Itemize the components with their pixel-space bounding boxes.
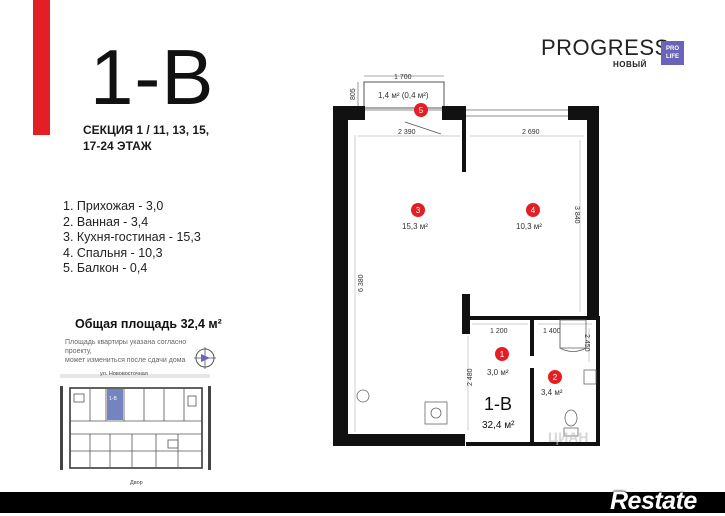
marker-3: 3 15,3 м² xyxy=(402,203,428,231)
total-area: Общая площадь 32,4 м² xyxy=(75,317,222,331)
section-line: СЕКЦИЯ 1 / 11, 13, 15, xyxy=(83,123,210,137)
dimension-label: 1 200 xyxy=(490,328,508,335)
keyplan-unit-label: 1-В xyxy=(109,396,117,402)
dimension-label: 6 380 xyxy=(358,274,365,292)
marker-area: 10,3 м² xyxy=(516,222,542,231)
list-item: 5. Балкон - 0,4 xyxy=(63,261,148,275)
marker-4: 4 10,3 м² xyxy=(516,203,542,231)
dimension-label: 1 400 xyxy=(543,328,561,335)
dimension-label: 3 840 xyxy=(573,206,580,224)
balcony: 1 700 805 xyxy=(350,74,445,109)
keyplan-street-label: ул. Нововосточная xyxy=(100,371,148,377)
area-disclaimer: Площадь квартиры указана согласно проект… xyxy=(65,338,205,365)
red-accent-bar xyxy=(33,0,50,135)
unit-badge-area: 32,4 м² xyxy=(482,420,515,431)
wall-left xyxy=(333,106,348,446)
compass-icon xyxy=(194,347,216,369)
restate-watermark: Restate xyxy=(610,487,697,515)
unit-badge-label: 1-B xyxy=(484,394,512,414)
dimension-label: 805 xyxy=(350,88,357,100)
brand-subtitle: НОВЫЙ xyxy=(613,60,647,69)
list-item: 3. Кухня-гостиная - 15,3 xyxy=(63,230,201,244)
marker-number: 1 xyxy=(500,350,505,359)
bottom-black-bar xyxy=(0,492,725,513)
column-icon xyxy=(356,389,370,403)
list-item: 4. Спальня - 10,3 xyxy=(63,245,163,260)
keyplan-yard-label: Двор xyxy=(130,480,143,486)
apartment-type-title: 1-B xyxy=(90,33,215,121)
marker-5: 5 1,4 м² (0,4 м²) xyxy=(378,91,429,117)
brand-box-line: PRO xyxy=(665,46,679,52)
list-item: 2. Ванная - 3,4 xyxy=(63,214,149,229)
marker-number: 2 xyxy=(553,373,558,382)
brand-logo-box: PRO LIFE xyxy=(661,41,684,65)
marker-1: 1 3,0 м² xyxy=(487,347,509,377)
list-item: 1. Прихожая - 3,0 xyxy=(63,199,164,213)
marker-area: 1,4 м² (0,4 м²) xyxy=(378,91,429,100)
brand-box-line: LIFE xyxy=(666,54,679,60)
marker-number: 4 xyxy=(531,206,536,215)
shower-icon xyxy=(559,320,587,352)
marker-area: 3,4 м² xyxy=(541,388,563,397)
dimension-label: 2 480 xyxy=(467,368,474,386)
floor-plan: 1 700 805 xyxy=(333,74,600,446)
marker-number: 5 xyxy=(419,106,424,115)
dimension-label: 2 690 xyxy=(522,129,540,136)
brand-name: PROGRESS xyxy=(541,35,670,60)
sink-icon xyxy=(583,369,597,385)
marker-area: 3,0 м² xyxy=(487,368,509,377)
marker-number: 3 xyxy=(416,206,421,215)
key-plan: ул. Нововосточная 1-В Двор xyxy=(60,371,211,486)
floor-line: 17-24 ЭТАЖ xyxy=(83,139,152,153)
disclaimer-line: может измениться после сдачи дома xyxy=(65,357,186,364)
marker-area: 15,3 м² xyxy=(402,222,428,231)
stove-icon xyxy=(424,401,448,425)
cian-watermark: ЦИАН xyxy=(548,429,589,445)
dimension-label: 1 700 xyxy=(394,74,412,81)
dimension-label: 2 450 xyxy=(583,334,590,352)
marker-2: 2 3,4 м² xyxy=(541,370,563,397)
room-list: 1. Прихожая - 3,0 2. Ванная - 3,4 3. Кух… xyxy=(63,199,201,277)
dimension-label: 2 390 xyxy=(398,129,416,136)
toilet-icon xyxy=(564,409,578,427)
section-floor-info: СЕКЦИЯ 1 / 11, 13, 15, 17-24 ЭТАЖ xyxy=(83,122,209,154)
disclaimer-line: Площадь квартиры указана согласно проект… xyxy=(65,339,187,355)
